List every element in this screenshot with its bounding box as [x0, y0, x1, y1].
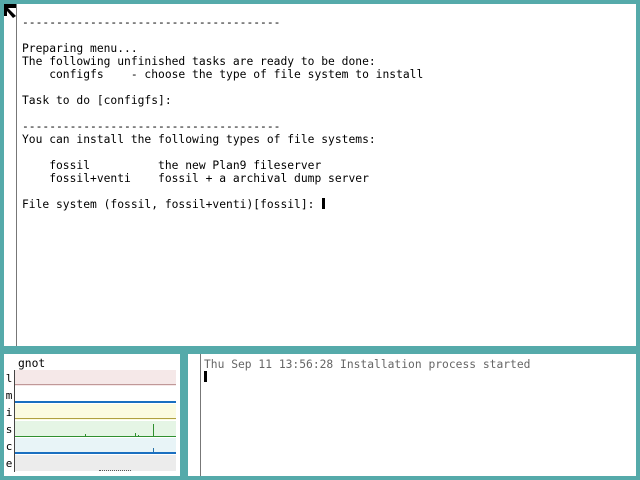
- stats-window[interactable]: gnot l m i s c e: [0, 350, 184, 480]
- graph-label: e: [4, 455, 15, 472]
- log-message: Thu Sep 11 13:56:28 Installation process…: [204, 358, 531, 371]
- graph-row-syscalls: s: [4, 421, 176, 438]
- graph-row-memory: m: [4, 387, 176, 404]
- text-line: --------------------------------------: [22, 120, 281, 133]
- text-line: fossil+venti fossil + a archival dump se…: [22, 172, 369, 185]
- graph-baseline: [99, 470, 131, 472]
- log-scrollbar[interactable]: [188, 354, 201, 476]
- graph-label: c: [4, 438, 15, 455]
- prompt-line[interactable]: File system (fossil, fossil+venti)[fossi…: [22, 198, 632, 211]
- graph-area: [15, 438, 176, 454]
- stats-hostname: gnot: [18, 357, 46, 370]
- text-line: [22, 107, 632, 120]
- graph-area: [15, 455, 176, 471]
- installer-window[interactable]: -------------------------------------- P…: [0, 0, 640, 350]
- graph-row-load: l: [4, 370, 176, 387]
- graph-label: i: [4, 404, 15, 421]
- graph-area: [15, 387, 176, 403]
- text-line: [22, 185, 632, 198]
- text-line: [22, 81, 632, 94]
- text-cursor: [204, 371, 207, 382]
- text-line: fossil the new Plan9 fileserver: [22, 159, 322, 172]
- installer-text-area[interactable]: -------------------------------------- P…: [22, 16, 632, 342]
- prompt-text: File system (fossil, fossil+venti)[fossi…: [22, 198, 322, 211]
- text-line: [22, 29, 632, 42]
- main-scrollbar[interactable]: [4, 4, 17, 346]
- graph-row-interrupts: i: [4, 404, 176, 421]
- text-line: configfs - choose the type of file syste…: [22, 68, 424, 81]
- graph-row-context: c: [4, 438, 176, 455]
- log-window[interactable]: Thu Sep 11 13:56:28 Installation process…: [184, 350, 640, 480]
- text-line: [22, 146, 632, 159]
- graph-label: m: [4, 387, 15, 404]
- text-line: Preparing menu...: [22, 42, 138, 55]
- text-line: You can install the following types of f…: [22, 133, 376, 146]
- graph-area: [15, 421, 176, 437]
- graph-row-ether: e: [4, 455, 176, 472]
- graph-label: l: [4, 370, 15, 387]
- text-line: Task to do [configfs]:: [22, 94, 172, 107]
- graph-area: [15, 404, 176, 420]
- text-line: --------------------------------------: [22, 16, 281, 29]
- text-line: The following unfinished tasks are ready…: [22, 55, 376, 68]
- text-cursor: [322, 198, 326, 209]
- graph-area: [15, 370, 176, 386]
- graph-label: s: [4, 421, 15, 438]
- window-corner-icon: [4, 4, 16, 18]
